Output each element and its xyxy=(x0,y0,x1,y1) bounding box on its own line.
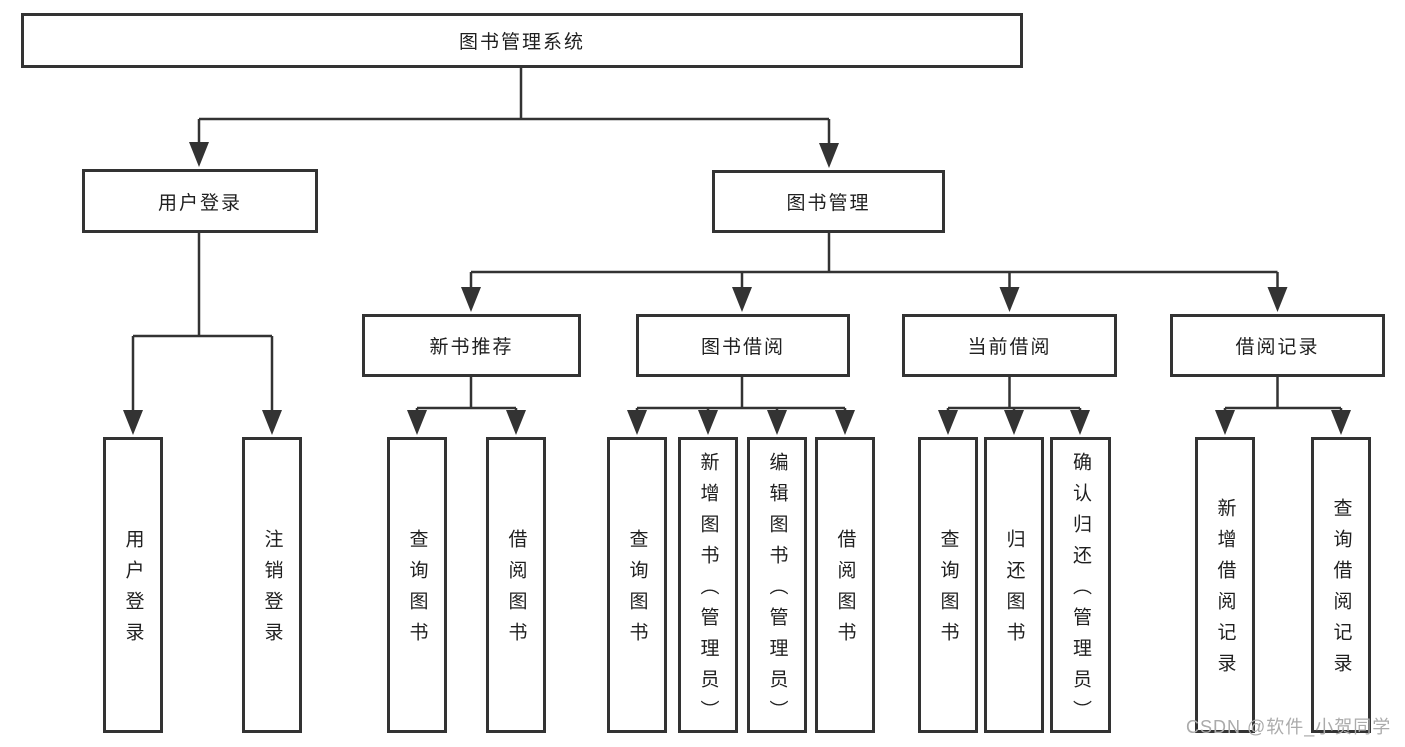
node-borrow-records: 借阅记录 xyxy=(1170,314,1385,377)
node-current-borrow: 当前借阅 xyxy=(902,314,1117,377)
leaf-query-books-current: 查询图书 xyxy=(918,437,978,733)
node-root: 图书管理系统 xyxy=(21,13,1023,68)
leaf-edit-book-admin: 编辑图书（管理员） xyxy=(747,437,807,733)
arrowheads xyxy=(123,142,1351,435)
leaf-add-borrow-record: 新增借阅记录 xyxy=(1195,437,1255,733)
node-new-book-recommend: 新书推荐 xyxy=(362,314,581,377)
node-book-management: 图书管理 xyxy=(712,170,945,233)
leaf-query-books-borrow: 查询图书 xyxy=(607,437,667,733)
leaf-borrow-books-recommend: 借阅图书 xyxy=(486,437,546,733)
leaf-add-book-admin: 新增图书（管理员） xyxy=(678,437,738,733)
leaf-return-book: 归还图书 xyxy=(984,437,1044,733)
leaf-confirm-return-admin: 确认归还（管理员） xyxy=(1050,437,1111,733)
node-book-borrow: 图书借阅 xyxy=(636,314,850,377)
leaf-borrow-books: 借阅图书 xyxy=(815,437,875,733)
leaf-user-login: 用户登录 xyxy=(103,437,163,733)
watermark: CSDN @软件_小贺同学 xyxy=(1186,717,1392,737)
leaf-query-books-recommend: 查询图书 xyxy=(387,437,447,733)
leaf-logout: 注销登录 xyxy=(242,437,302,733)
node-user-login: 用户登录 xyxy=(82,169,318,233)
leaf-query-borrow-record: 查询借阅记录 xyxy=(1311,437,1371,733)
